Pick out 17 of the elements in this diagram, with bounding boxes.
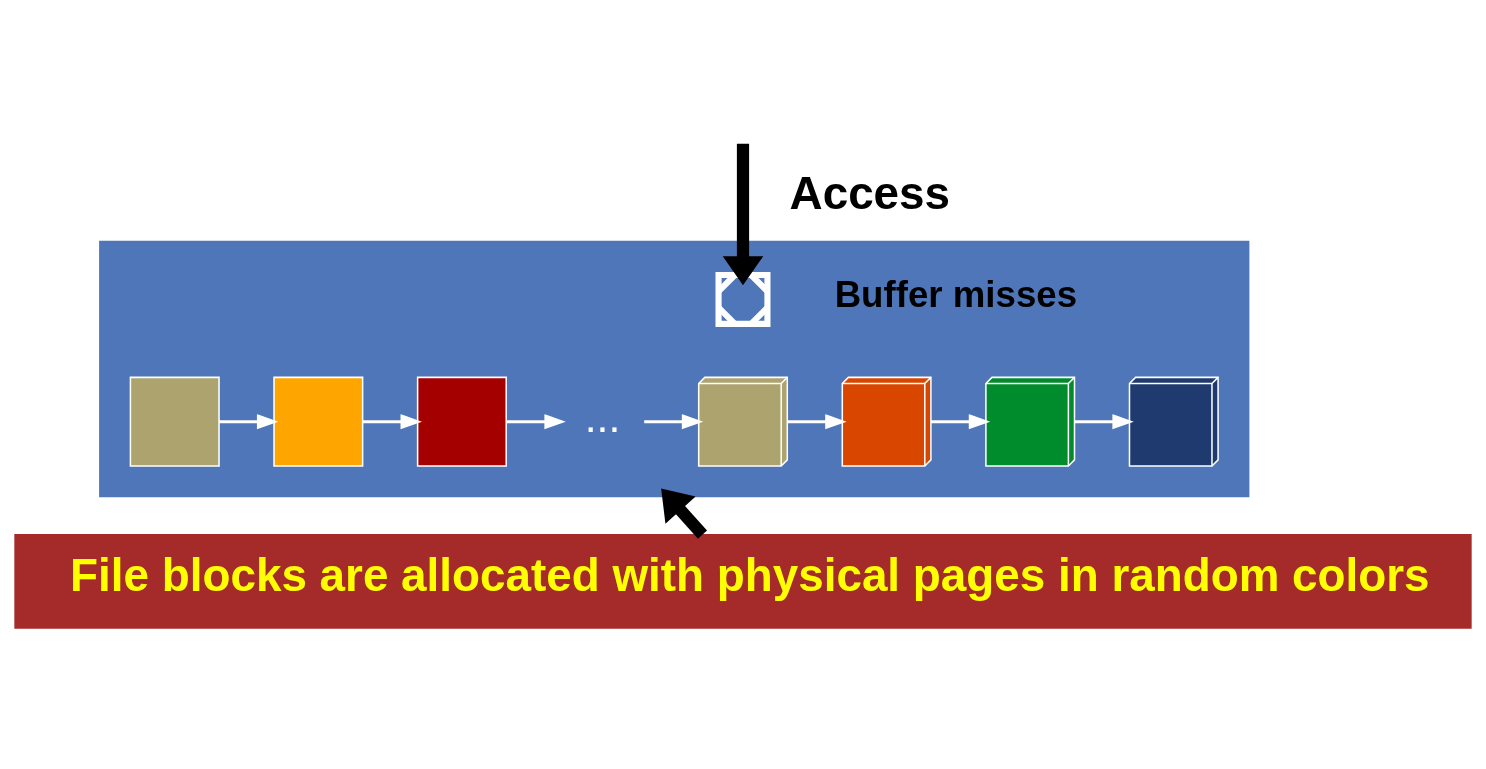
cluster bbox=[99, 240, 1250, 497]
arrow bbox=[722, 143, 764, 285]
arrow bbox=[930, 413, 991, 429]
arrow bbox=[644, 413, 704, 429]
node-label: Buffer misses bbox=[834, 273, 1078, 315]
arrow bbox=[506, 413, 566, 429]
node-box: File blocks are allocated with physical pages in random colors bbox=[14, 533, 1472, 629]
edge-label: Access bbox=[789, 167, 951, 219]
arrow bbox=[362, 413, 422, 429]
arrow bbox=[219, 413, 279, 429]
arrow bbox=[661, 488, 708, 539]
arrow bbox=[787, 413, 847, 429]
node-box bbox=[273, 376, 364, 467]
node-text: ... bbox=[584, 392, 621, 441]
arrow bbox=[1074, 413, 1134, 429]
node-box bbox=[416, 376, 507, 467]
node-box bbox=[129, 376, 220, 467]
